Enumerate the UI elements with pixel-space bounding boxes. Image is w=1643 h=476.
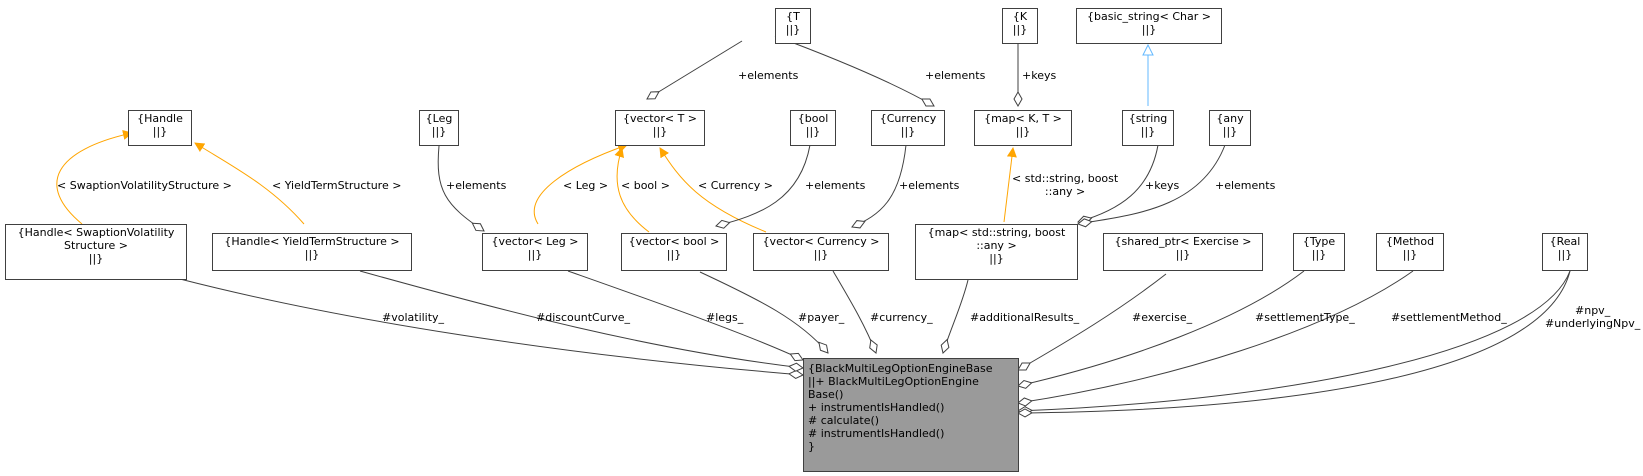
class-map-string-any[interactable]: {map< std::string, boost ::any > ||} bbox=[915, 224, 1078, 280]
label-yield-template: < YieldTermStructure > bbox=[272, 179, 402, 192]
edge-T-map bbox=[774, 35, 935, 107]
label-legs: #legs_ bbox=[706, 311, 744, 324]
edge-vector-leg bbox=[533, 143, 628, 225]
edge-volatility bbox=[179, 278, 805, 379]
class-method[interactable]: {Method ||} bbox=[1376, 233, 1444, 271]
label-currency-elements: +elements bbox=[899, 179, 960, 192]
label-settlement-type: #settlementType_ bbox=[1255, 311, 1355, 324]
label-volatility: #volatility_ bbox=[382, 311, 445, 324]
edge-settlement-type bbox=[1017, 270, 1305, 389]
edge-vector-currency bbox=[659, 147, 767, 233]
class-shared-ptr-exercise[interactable]: {shared_ptr< Exercise > ||} bbox=[1103, 233, 1263, 271]
class-real[interactable]: {Real ||} bbox=[1542, 233, 1588, 271]
class-any[interactable]: {any ||} bbox=[1209, 110, 1251, 146]
class-leg[interactable]: {Leg ||} bbox=[419, 110, 459, 146]
label-bool-elements: +elements bbox=[805, 179, 866, 192]
label-payer: #payer_ bbox=[798, 311, 845, 324]
edge-settlement-method bbox=[1017, 270, 1414, 407]
label-bool-template: < bool > bbox=[621, 179, 670, 192]
edge-handle-yield bbox=[194, 142, 305, 225]
label-map-template: < std::string, boost ::any > bbox=[1012, 172, 1119, 198]
label-currency-template: < Currency > bbox=[698, 179, 773, 192]
edge-additional-results bbox=[940, 279, 969, 354]
class-vector-currency[interactable]: {vector< Currency > ||} bbox=[753, 233, 889, 271]
class-bool[interactable]: {bool ||} bbox=[790, 110, 836, 146]
label-string-keys: +keys bbox=[1145, 179, 1180, 192]
label-T-to-vector: +elements bbox=[738, 69, 799, 82]
edge-leg-vector bbox=[437, 145, 485, 232]
edge-exercise bbox=[1017, 273, 1167, 371]
label-swaption-template: < SwaptionVolatilityStructure > bbox=[57, 179, 232, 192]
edge-any-map bbox=[1077, 144, 1226, 228]
class-string[interactable]: {string ||} bbox=[1122, 110, 1174, 146]
class-handle-swaption-volatility[interactable]: {Handle< SwaptionVolatility Structure > … bbox=[5, 224, 187, 280]
edge-npv-2 bbox=[1016, 270, 1571, 418]
edge-currency-member bbox=[832, 270, 878, 354]
label-discount-curve: #discountCurve_ bbox=[536, 311, 630, 324]
edge-npv-1 bbox=[1016, 270, 1571, 416]
label-exercise: #exercise_ bbox=[1132, 311, 1193, 324]
class-black-multi-leg-option-engine-base[interactable]: {BlackMultiLegOptionEngineBase ||+ Black… bbox=[803, 358, 1019, 472]
class-vector-T[interactable]: {vector< T > ||} bbox=[615, 110, 705, 146]
label-currency-member: #currency_ bbox=[870, 311, 933, 324]
label-any-elements: +elements bbox=[1215, 179, 1276, 192]
class-handle[interactable]: {Handle ||} bbox=[128, 110, 192, 146]
edge-vector-bool bbox=[614, 147, 650, 233]
label-T-to-map: +elements bbox=[925, 69, 986, 82]
class-K[interactable]: {K ||} bbox=[1002, 8, 1038, 44]
edge-payer bbox=[699, 271, 829, 354]
edge-bool-vector bbox=[715, 144, 811, 229]
edge-map-string-any bbox=[1003, 147, 1017, 223]
edge-T-vector bbox=[646, 40, 743, 100]
edge-legs bbox=[567, 270, 804, 362]
class-type[interactable]: {Type ||} bbox=[1293, 233, 1345, 271]
label-npv: #npv_ #underlyingNpv_ bbox=[1545, 304, 1641, 330]
label-K-to-map: +keys bbox=[1022, 69, 1057, 82]
class-handle-yield-term-structure[interactable]: {Handle< YieldTermStructure > ||} bbox=[212, 233, 412, 271]
label-settlement-method: #settlementMethod_ bbox=[1391, 311, 1507, 324]
class-T[interactable]: {T ||} bbox=[775, 8, 811, 44]
label-leg-elements: +elements bbox=[446, 179, 507, 192]
class-vector-leg[interactable]: {vector< Leg > ||} bbox=[482, 233, 588, 271]
edge-discount-curve bbox=[359, 270, 805, 372]
class-map-K-T[interactable]: {map< K, T > ||} bbox=[974, 110, 1072, 146]
edge-currency-vector bbox=[851, 144, 907, 229]
class-currency[interactable]: {Currency ||} bbox=[871, 110, 945, 146]
edge-string-map bbox=[1077, 144, 1159, 225]
class-vector-bool[interactable]: {vector< bool > ||} bbox=[621, 233, 727, 271]
label-leg-template: < Leg > bbox=[563, 179, 609, 192]
label-additional-results: #additionalResults_ bbox=[970, 311, 1080, 324]
edge-handle-swaption bbox=[56, 130, 133, 225]
class-basic-string[interactable]: {basic_string< Char > ||} bbox=[1076, 8, 1222, 44]
